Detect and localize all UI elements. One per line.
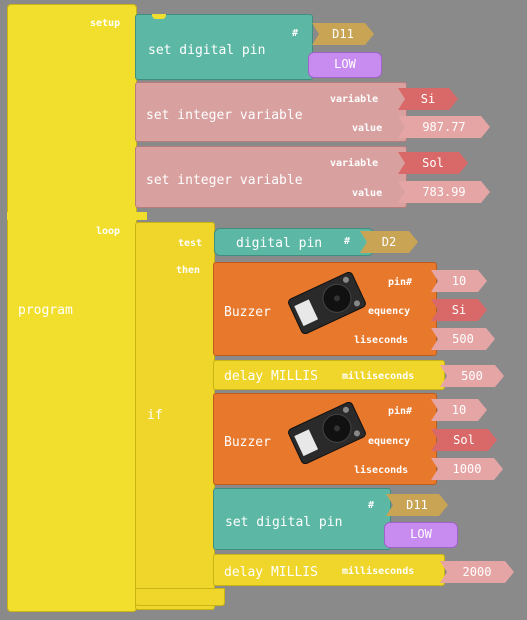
value-label: value (352, 188, 383, 199)
value-input[interactable]: 783.99 (398, 181, 490, 203)
pin-value-dropdown[interactable]: LOW (384, 522, 458, 548)
if-block-footer (135, 588, 225, 606)
set-digital-pin-block[interactable] (213, 488, 391, 550)
set-digital-pin-block[interactable] (135, 14, 313, 80)
pin-selector[interactable]: D2 (360, 231, 418, 253)
set-integer-variable-block[interactable] (135, 146, 407, 208)
pin-hash-label: # (292, 28, 299, 39)
frequency-input[interactable]: Si (431, 299, 487, 321)
buzzer-module-icon (288, 272, 366, 334)
buzzer-label: Buzzer (224, 305, 271, 320)
value-label: value (352, 123, 383, 134)
digital-pin-label: digital pin (236, 236, 323, 251)
pin-input[interactable]: 10 (431, 270, 487, 292)
delay-millis-label: delay MILLIS (224, 565, 318, 580)
buzzer-label: Buzzer (224, 435, 271, 450)
pin-label: pin# (388, 406, 413, 417)
value-input[interactable]: 987.77 (398, 116, 490, 138)
if-block[interactable] (135, 222, 215, 610)
if-label: if (147, 408, 163, 423)
frequency-label: equency (368, 306, 411, 317)
milliseconds-input[interactable]: 2000 (440, 561, 514, 583)
set-integer-variable-label: set integer variable (146, 108, 303, 123)
milliseconds-input[interactable]: 500 (431, 328, 495, 350)
pin-hash-label: # (368, 500, 375, 511)
variable-selector[interactable]: Sol (398, 152, 468, 174)
then-label: then (176, 265, 201, 276)
milliseconds-input[interactable]: 1000 (431, 458, 503, 480)
frequency-label: equency (368, 436, 411, 447)
set-digital-pin-label: set digital pin (225, 515, 343, 530)
digital-pin-read-block[interactable] (214, 228, 374, 256)
delay-millis-block[interactable] (213, 554, 445, 586)
variable-label: variable (330, 158, 379, 169)
block-notch (152, 14, 166, 19)
pin-hash-label: # (344, 236, 351, 247)
pin-value-dropdown[interactable]: LOW (308, 52, 382, 78)
milliseconds-label: milliseconds (342, 566, 415, 577)
pin-selector[interactable]: D11 (312, 23, 374, 45)
set-digital-pin-label: set digital pin (148, 43, 266, 58)
set-integer-variable-label: set integer variable (146, 173, 303, 188)
variable-selector[interactable]: Si (398, 88, 458, 110)
setup-label: setup (90, 18, 121, 29)
milliseconds-label: milliseconds (342, 371, 415, 382)
milliseconds-label: liseconds (354, 335, 409, 346)
program-block[interactable] (7, 4, 137, 612)
program-label: program (18, 303, 73, 318)
program-footer (7, 212, 147, 220)
test-label: test (178, 238, 203, 249)
variable-label: variable (330, 94, 379, 105)
pin-label: pin# (388, 277, 413, 288)
delay-millis-block[interactable] (213, 360, 445, 390)
pin-input[interactable]: 10 (431, 399, 487, 421)
milliseconds-input[interactable]: 500 (440, 365, 504, 387)
milliseconds-label: liseconds (354, 465, 409, 476)
pin-selector[interactable]: D11 (386, 494, 448, 516)
set-integer-variable-block[interactable] (135, 82, 407, 142)
buzzer-module-icon (288, 402, 366, 464)
frequency-input[interactable]: Sol (431, 429, 497, 451)
delay-millis-label: delay MILLIS (224, 369, 318, 384)
loop-label: loop (96, 226, 121, 237)
